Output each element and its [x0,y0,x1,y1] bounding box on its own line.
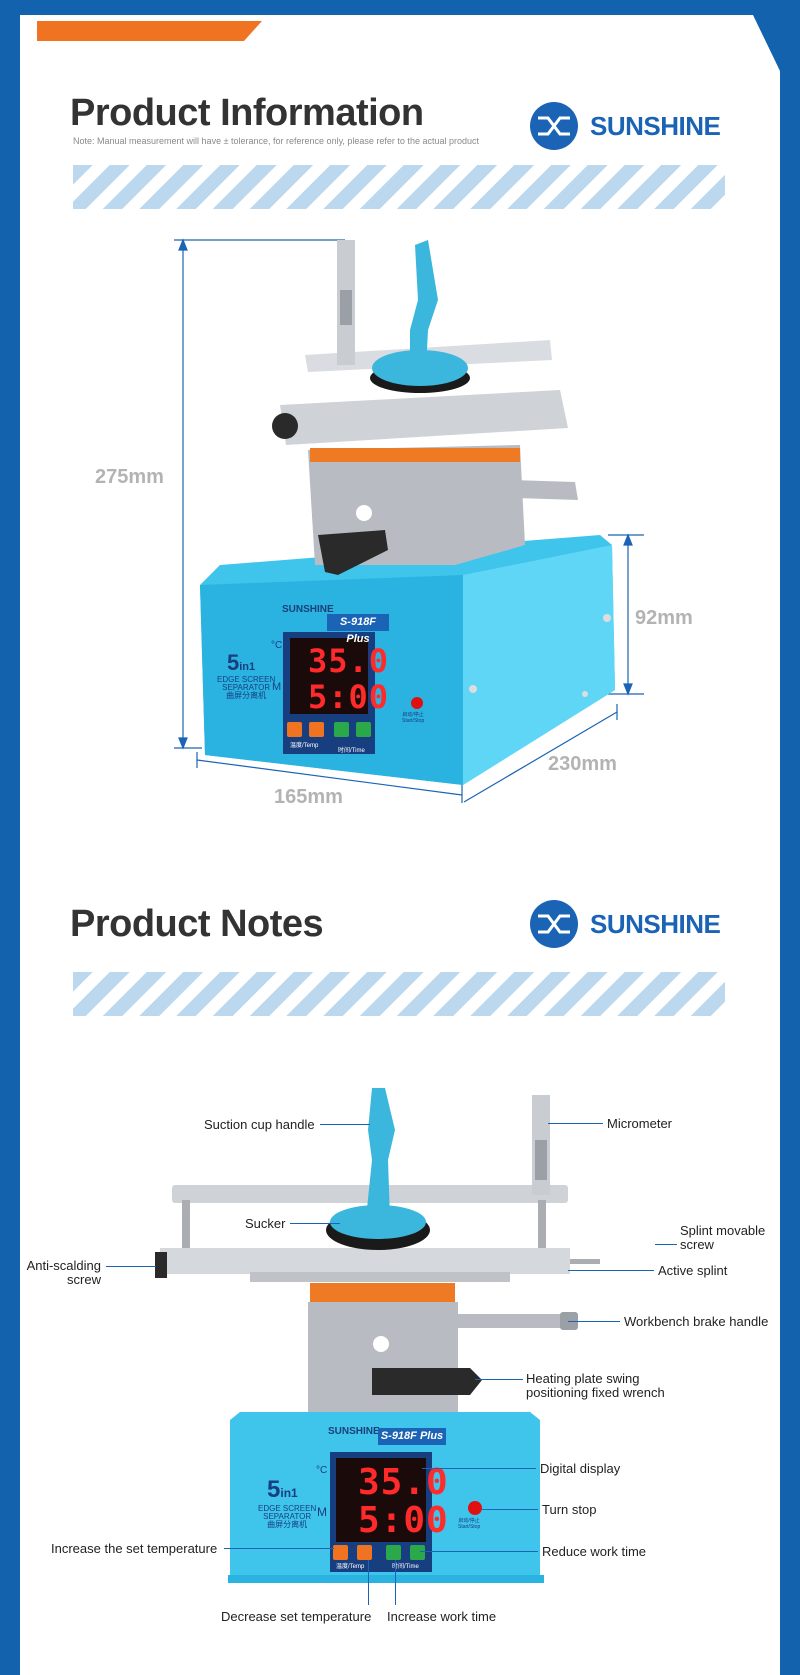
callout-heating-line2: positioning fixed wrench [526,1385,665,1400]
unit-minutes-2: M [317,1505,327,1519]
leader-line [475,1379,523,1380]
badge-5in1: 5in1 [227,650,255,676]
badge-line2-2: SEPARATOR [263,1512,312,1521]
brand-logo-2: SUNSHINE [530,900,721,948]
device-model-badge: S-918F Plus [327,614,389,645]
start-stop-en-2: Start/Stop [458,1524,481,1530]
time-key-label: 时间/Time [338,748,365,754]
callout-splint-movable-screw: Splint movable screw [680,1224,765,1252]
section-title-product-information: Product Information [70,92,424,134]
leader-line [395,1560,396,1605]
callout-splint-line1: Splint movable [680,1223,766,1238]
device-brand-label-2: SUNSHINE [328,1426,380,1437]
height-dimension-label: 275mm [95,466,164,488]
leader-line [368,1560,369,1605]
badge-line2: SEPARATOR [222,683,271,692]
unit-celsius: °C [271,640,283,651]
callout-increase-temperature: Increase the set temperature [51,1541,218,1556]
sunshine-logo-icon [530,900,578,948]
leader-line [224,1548,334,1549]
callout-heating-line1: Heating plate swing [526,1371,640,1386]
leader-line [420,1551,538,1552]
orange-header-tab [37,21,262,41]
leader-line [655,1244,677,1245]
badge-text: EDGE SCREEN SEPARATOR 曲屏分离机 [217,676,275,700]
leader-line [106,1266,156,1267]
device-model-badge-2: S-918F Plus [378,1428,446,1445]
callout-suction-cup-handle: Suction cup handle [204,1117,315,1132]
start-stop-cn: 启动/停止 [402,712,424,718]
callout-splint-line2: screw [680,1237,714,1252]
badge-text-2: EDGE SCREEN SEPARATOR 曲屏分离机 [258,1505,316,1529]
temperature-display: 35.0 [308,642,390,680]
measurement-note: Note: Manual measurement will have ± tol… [73,136,479,146]
callout-workbench-brake-handle: Workbench brake handle [624,1314,769,1329]
width-dimension-label: 165mm [274,786,343,808]
badge-sub: in1 [239,661,256,673]
striped-divider [73,165,725,209]
decrease-temp-key [309,722,324,737]
leader-line [482,1509,538,1510]
decrease-time-key-2 [410,1545,425,1560]
temp-key-label: 温度/Temp [290,743,319,749]
decrease-time-key [356,722,371,737]
brand-logo: SUNSHINE [530,102,721,150]
device-brand-label: SUNSHINE [282,604,334,615]
callout-anti-scalding-line2: screw [67,1272,101,1287]
callout-heating-plate-wrench: Heating plate swing positioning fixed wr… [526,1372,665,1400]
callout-increase-work-time: Increase work time [387,1609,497,1624]
callout-sucker: Sucker [245,1216,286,1231]
increase-time-key-2 [386,1545,401,1560]
leader-line [548,1123,603,1124]
base-height-dimension-label: 92mm [635,607,693,629]
leader-line [290,1223,340,1224]
badge-line1: EDGE SCREEN [217,675,276,684]
callout-micrometer: Micrometer [607,1116,673,1131]
start-stop-en: Start/Stop [402,718,425,724]
callout-decrease-temperature: Decrease set temperature [221,1609,372,1624]
increase-time-key [334,722,349,737]
sunshine-logo-icon [530,102,578,150]
increase-temp-key [287,722,302,737]
brand-name: SUNSHINE [590,110,721,141]
leader-line [568,1321,620,1322]
leader-line [320,1124,370,1125]
start-stop-label-2: 启动/停止 Start/Stop [458,1518,480,1530]
decrease-temp-key-2 [357,1545,372,1560]
striped-divider-2 [73,972,725,1016]
product-front-illustration [155,1088,600,1583]
product-illustration [174,238,644,803]
badge-sub-2: in1 [280,1486,298,1500]
brand-name-2: SUNSHINE [590,908,721,939]
badge-line3-2: 曲屏分离机 [267,1520,308,1529]
badge-5in1-2: 5in1 [267,1476,298,1504]
start-stop-label: 启动/停止 Start/Stop [402,712,424,724]
unit-celsius-2: °C [316,1465,328,1476]
callout-anti-scalding-screw: Anti-scalding screw [24,1259,101,1287]
callout-anti-scalding-line1: Anti-scalding [26,1258,101,1273]
leader-line [422,1468,536,1469]
callout-reduce-work-time: Reduce work time [542,1544,647,1559]
time-display: 5:00 [308,678,390,716]
time-display-2: 5:00 [358,1500,449,1541]
unit-minutes: M [272,681,282,693]
leader-line [568,1270,654,1271]
temp-key-label-2: 温度/Temp [336,1564,365,1570]
start-stop-cn-2: 启动/停止 [458,1518,480,1524]
depth-dimension-label: 230mm [548,753,617,775]
callout-turn-stop: Turn stop [542,1502,597,1517]
badge-main-2: 5 [267,1476,281,1503]
callout-active-splint: Active splint [658,1263,728,1278]
badge-main: 5 [227,650,240,675]
callout-digital-display: Digital display [540,1461,621,1476]
time-key-label-2: 时间/Time [392,1564,419,1570]
section-title-product-notes: Product Notes [70,903,324,945]
badge-line3: 曲屏分离机 [226,691,267,700]
badge-line1-2: EDGE SCREEN [258,1504,317,1513]
increase-temp-key-2 [333,1545,348,1560]
